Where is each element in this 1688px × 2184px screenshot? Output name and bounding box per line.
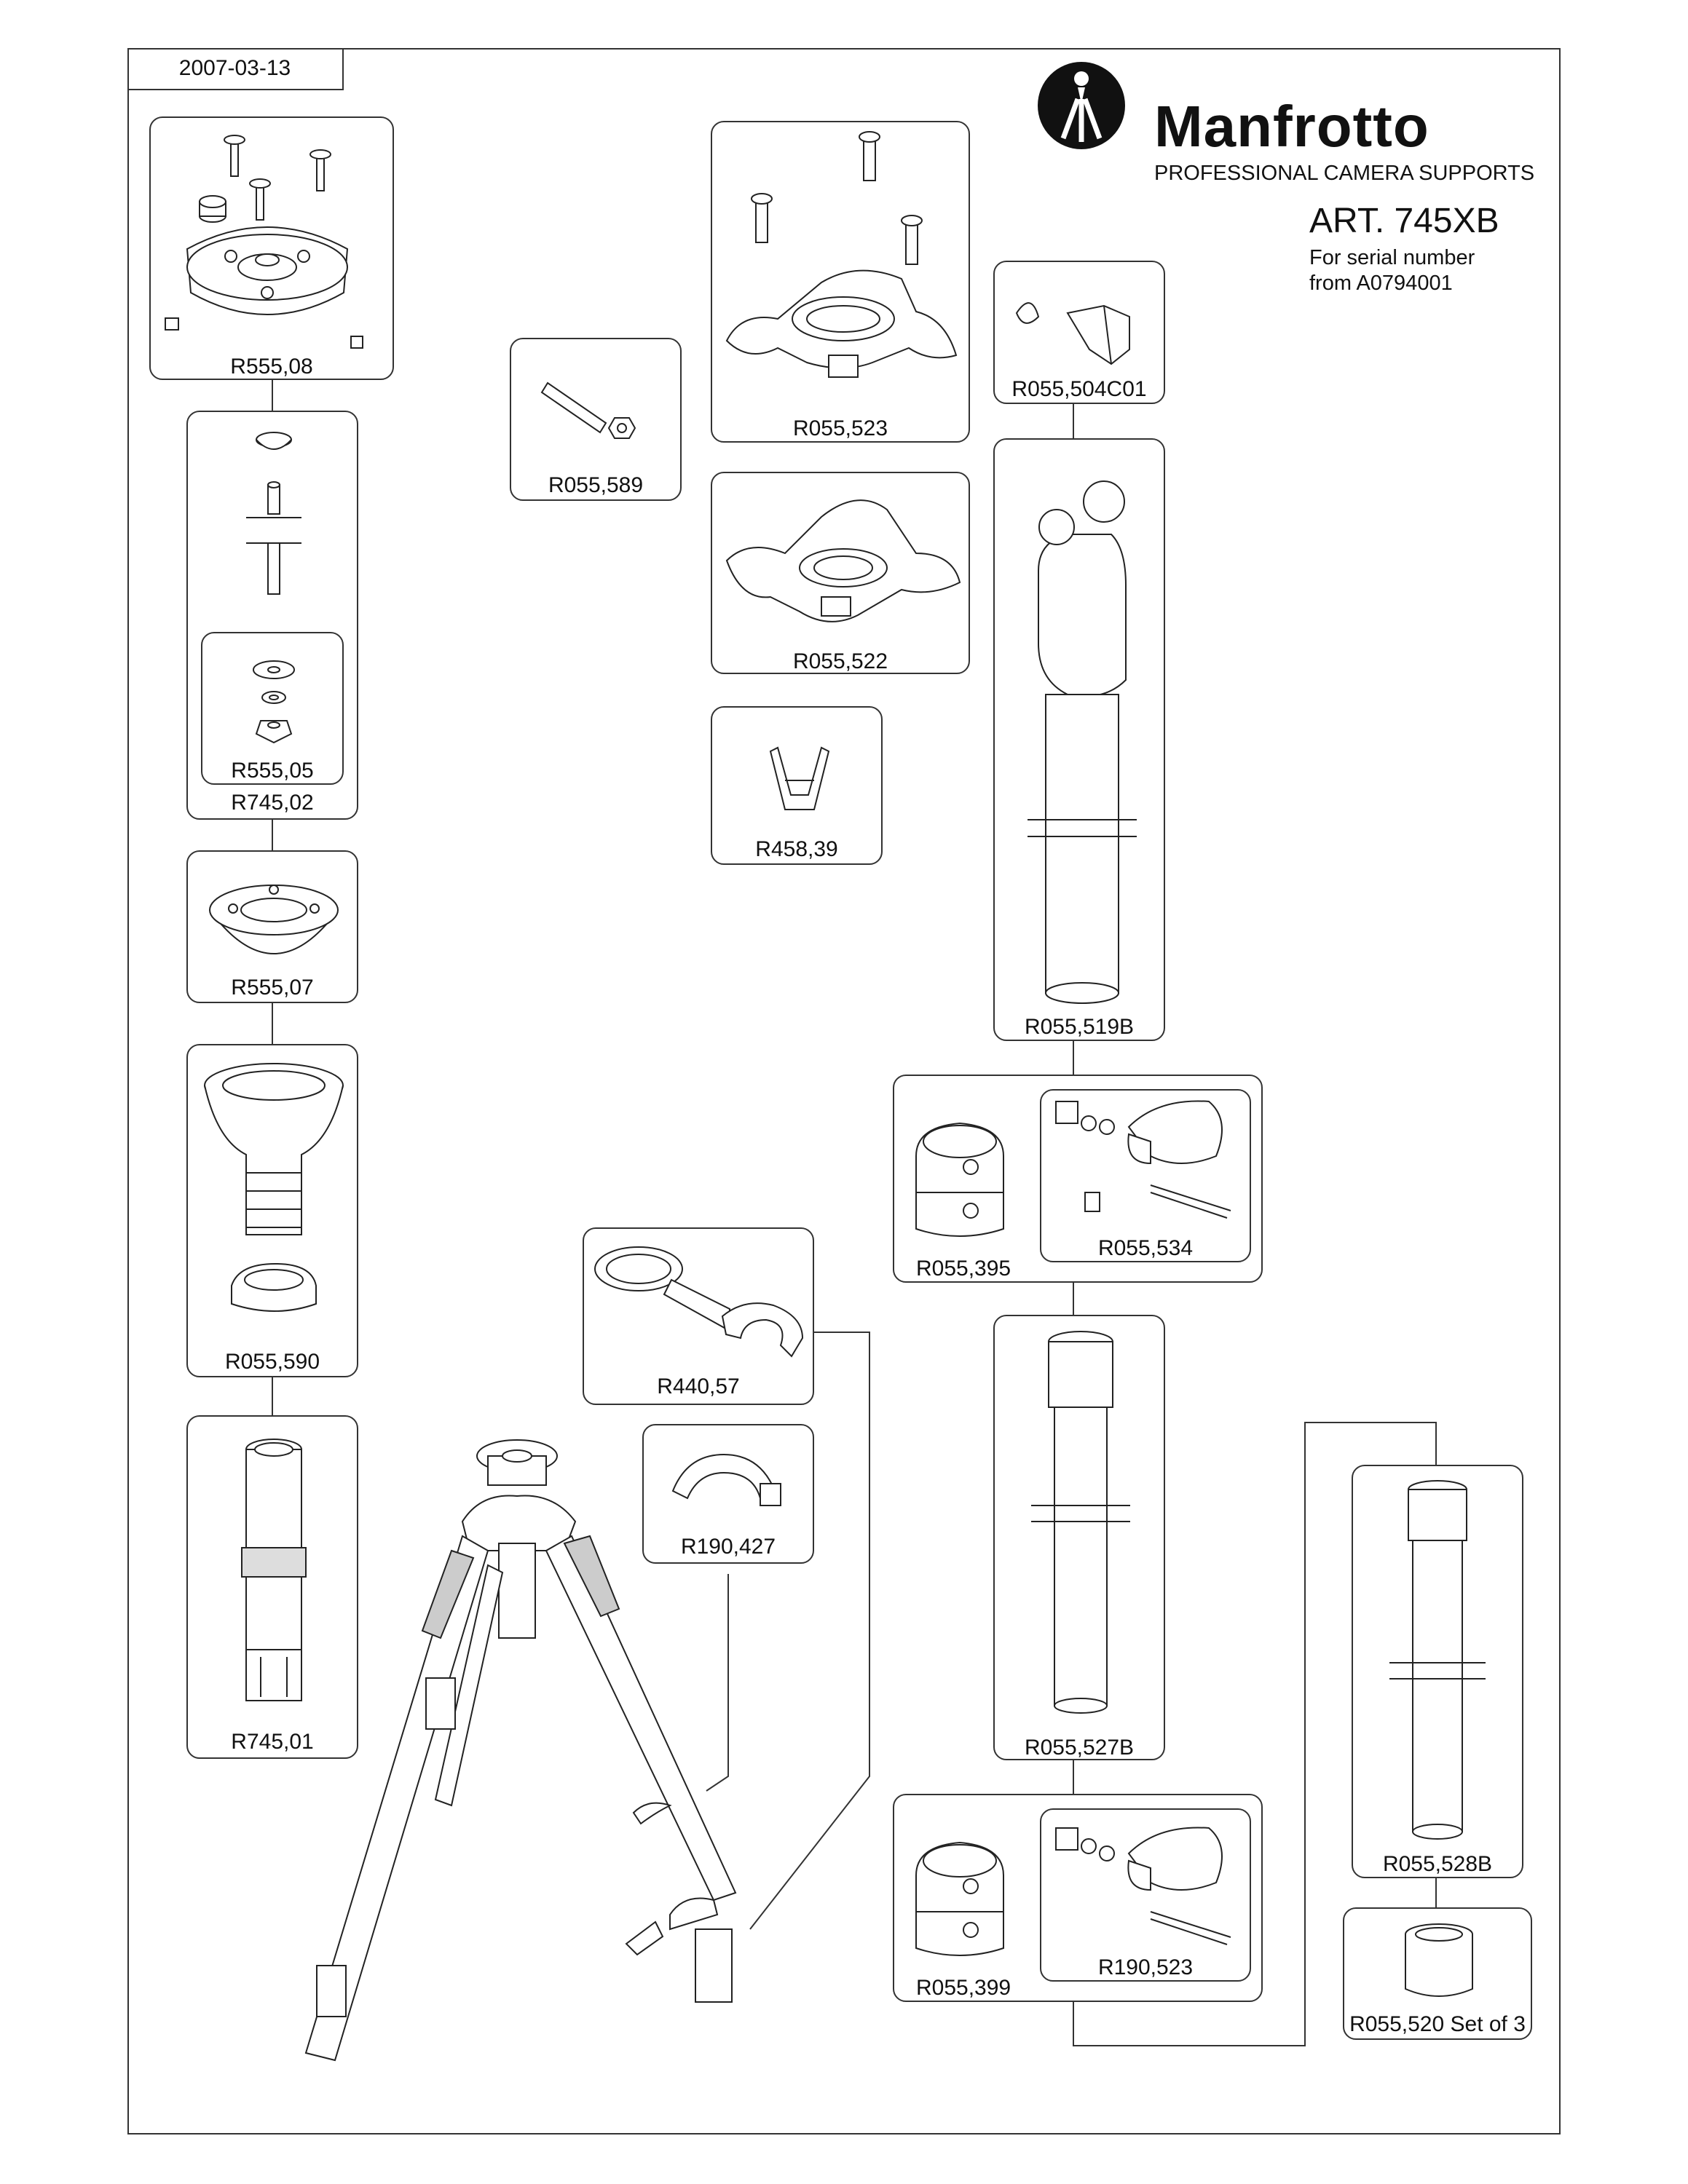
part-label: R055,504C01 — [1011, 377, 1147, 401]
part-label: R055,520 Set of 3 — [1349, 2012, 1526, 2036]
part-label: R745,01 — [231, 1730, 314, 1754]
part-box-r055-504c01[interactable]: R055,504C01 — [993, 261, 1165, 404]
part-box-r055-399[interactable]: R055,399 R190,523 — [893, 1794, 1263, 2002]
serial-line-1: For serial number — [1309, 246, 1475, 269]
leg-clamp-icon — [915, 1122, 1004, 1237]
foot-icon — [1405, 1923, 1473, 1997]
brand-name: Manfrotto — [1154, 94, 1429, 159]
part-label: R055,534 — [1097, 1236, 1194, 1260]
part-box-r055-534[interactable]: R055,534 — [1040, 1089, 1251, 1262]
base-plate-icon — [165, 135, 363, 349]
part-label: R555,05 — [231, 759, 314, 783]
part-box-r055-519b[interactable]: R055,519B — [993, 438, 1165, 1041]
lever-assembly-icon — [1055, 1827, 1231, 1945]
part-box-r055-522[interactable]: R055,522 — [711, 472, 970, 674]
leg-clamp-icon — [915, 1841, 1004, 1956]
bowl-icon — [209, 885, 339, 954]
part-label: R055,527B — [1024, 1736, 1135, 1760]
date-stamp: 2007-03-13 — [127, 48, 344, 90]
middle-leg-icon — [1031, 1331, 1130, 1714]
part-box-r745-01[interactable]: R745,01 — [186, 1415, 358, 1759]
article-number: ART. 745XB — [1309, 202, 1499, 240]
bolt-assembly-icon — [246, 432, 301, 595]
part-box-r440-57[interactable]: R440,57 — [583, 1227, 814, 1405]
lever-assembly-icon — [1055, 1100, 1231, 1219]
part-label: R055,519B — [1024, 1015, 1135, 1039]
lower-leg-icon — [1389, 1480, 1486, 1840]
leg-bracket-lower-icon — [725, 499, 961, 622]
assembled-tripod-icon — [304, 1439, 737, 2062]
leveling-bowl-icon — [204, 1063, 344, 1312]
center-column-icon — [241, 1439, 307, 1701]
brand-tagline: PROFESSIONAL CAMERA SUPPORTS — [1154, 162, 1535, 185]
part-label: R055,590 — [224, 1350, 320, 1374]
part-box-r055-523[interactable]: R055,523 — [711, 121, 970, 443]
part-box-r055-528b[interactable]: R055,528B — [1352, 1465, 1523, 1878]
manfrotto-logo-icon — [1038, 62, 1125, 149]
part-label: R458,39 — [755, 837, 838, 861]
part-box-r555-08[interactable]: R555,08 — [149, 116, 394, 380]
part-box-r055-520[interactable]: R055,520 Set of 3 — [1343, 1907, 1532, 2040]
part-label: R055,523 — [792, 416, 888, 440]
leg-bracket-upper-icon — [725, 131, 958, 378]
part-label: R055,395 — [916, 1257, 1011, 1281]
part-label: R055,528B — [1382, 1852, 1493, 1876]
lock-lever-icon — [1015, 302, 1130, 365]
part-label: R055,399 — [916, 1976, 1011, 2000]
part-label: R055,522 — [792, 649, 888, 673]
part-box-r555-05[interactable]: R555,05 — [201, 632, 344, 785]
clip-icon — [769, 746, 830, 810]
part-label: R190,427 — [680, 1535, 776, 1559]
washer-nut-icon — [253, 660, 295, 744]
part-box-r190-523[interactable]: R190,523 — [1040, 1808, 1251, 1982]
part-box-r745-02[interactable]: R555,05 R745,02 — [186, 411, 358, 820]
part-box-r055-395[interactable]: R055,395 R055,534 — [893, 1075, 1263, 1283]
part-label: R190,523 — [1097, 1955, 1194, 1979]
part-label: R555,08 — [230, 355, 313, 379]
drawing-frame — [127, 48, 1561, 2134]
part-box-r190-427[interactable]: R190,427 — [642, 1424, 814, 1564]
part-box-r055-590[interactable]: R055,590 — [186, 1044, 358, 1377]
part-label: R440,57 — [657, 1374, 740, 1398]
part-box-r555-07[interactable]: R555,07 — [186, 850, 358, 1003]
part-label: R745,02 — [231, 791, 314, 815]
part-label: R555,07 — [231, 976, 314, 1000]
part-box-r055-589[interactable]: R055,589 — [510, 338, 682, 501]
spreader-arm-icon — [594, 1246, 804, 1358]
part-box-r458-39[interactable]: R458,39 — [711, 706, 883, 865]
upper-leg-icon — [1028, 480, 1137, 1004]
part-label: R055,589 — [548, 473, 644, 497]
leg-clip-icon — [671, 1453, 781, 1506]
pin-nut-icon — [540, 381, 636, 439]
part-box-r055-527b[interactable]: R055,527B — [993, 1315, 1165, 1760]
serial-line-2: from A0794001 — [1309, 272, 1453, 295]
